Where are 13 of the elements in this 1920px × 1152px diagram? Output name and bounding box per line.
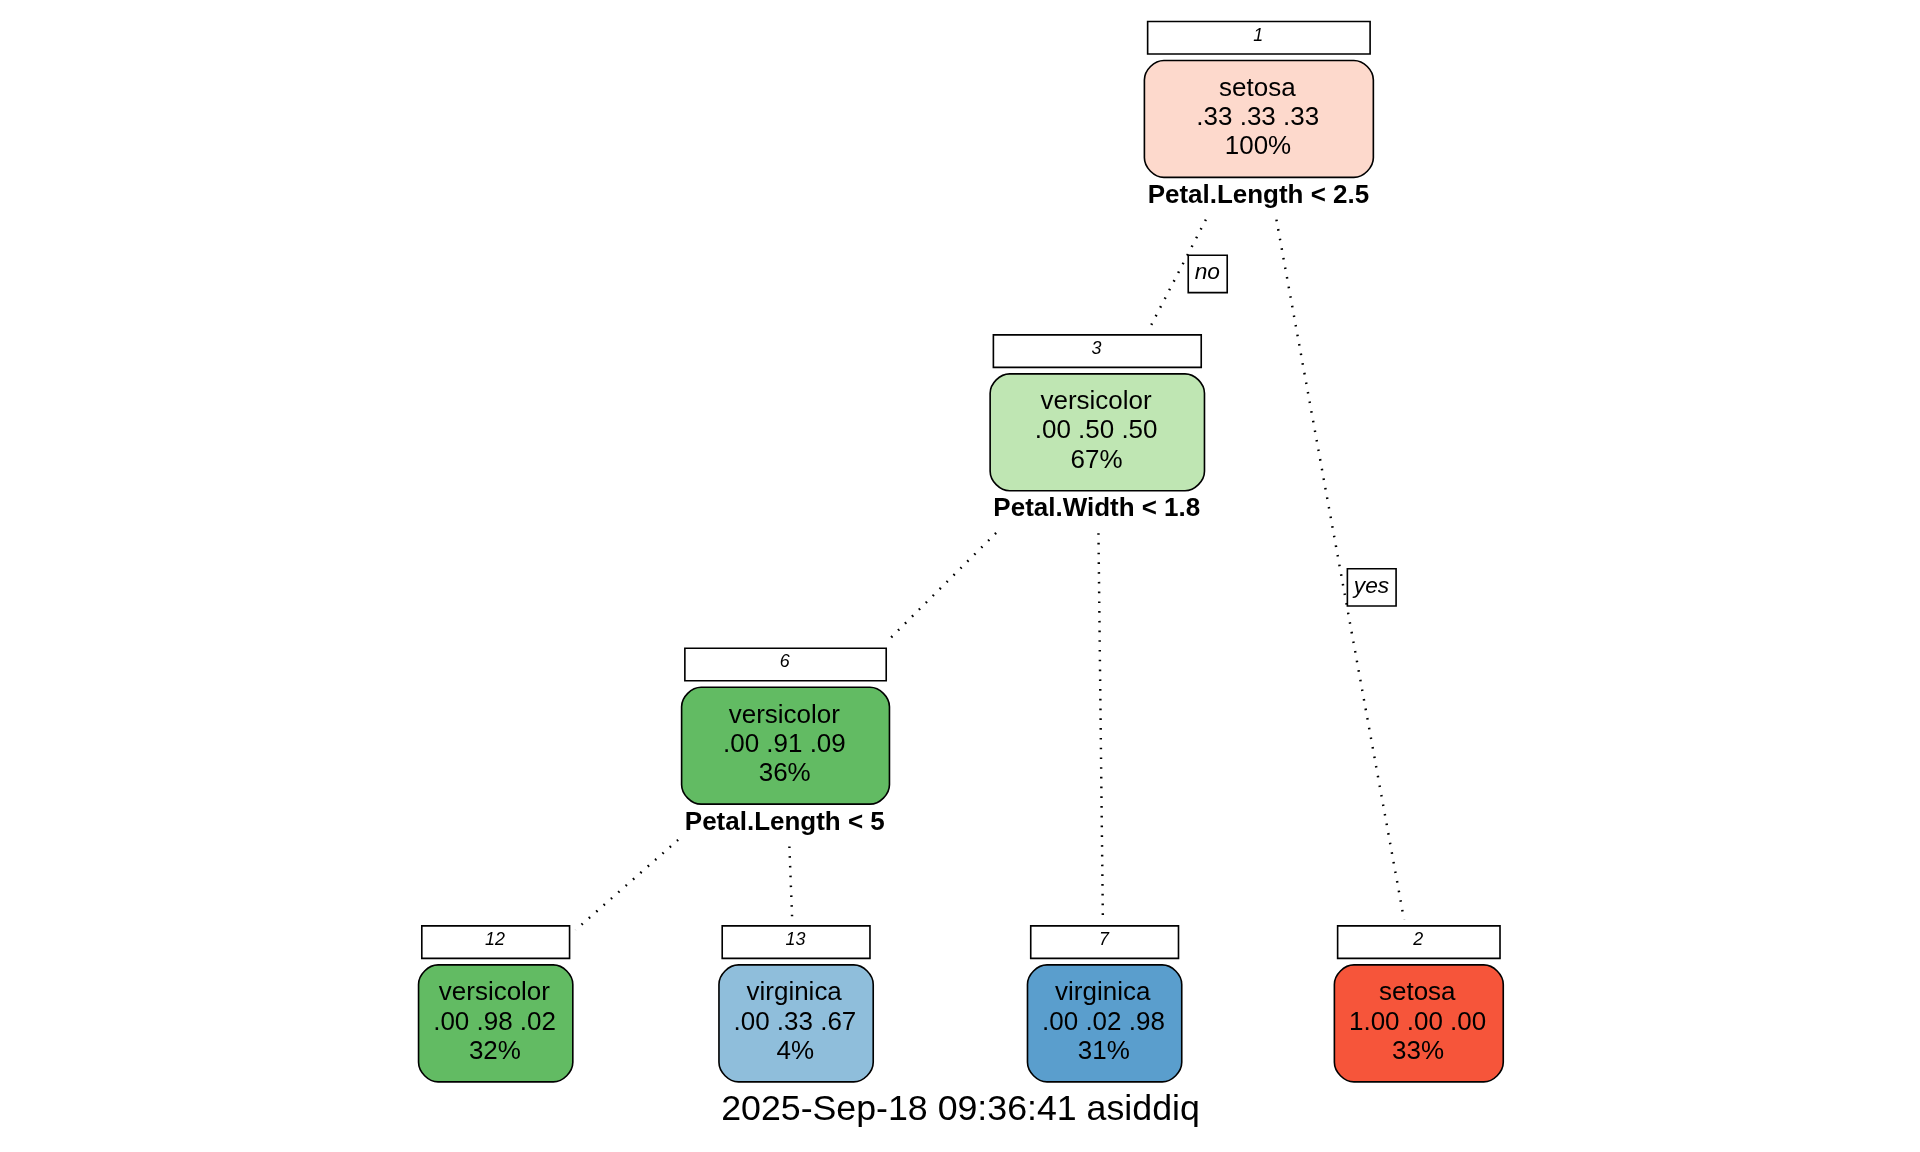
node-label: 13 <box>785 929 805 950</box>
caption: 2025-Sep-18 09:36:41 asiddiq <box>720 1088 1200 1129</box>
node-label: 2 <box>1412 929 1423 950</box>
node-label: 6 <box>779 651 790 672</box>
node-label: 12 <box>484 929 505 950</box>
node-label: 3 <box>1091 338 1102 359</box>
node-label: Petal.Length < 5 <box>684 805 885 836</box>
edge-label: no <box>1194 258 1220 285</box>
edge-label: yes <box>1353 571 1389 598</box>
node-label: 1 <box>1252 24 1263 45</box>
node-label: Petal.Width < 1.8 <box>992 492 1200 523</box>
node-label: 7 <box>1098 929 1109 950</box>
node-label: Petal.Length < 2.5 <box>1147 179 1369 210</box>
